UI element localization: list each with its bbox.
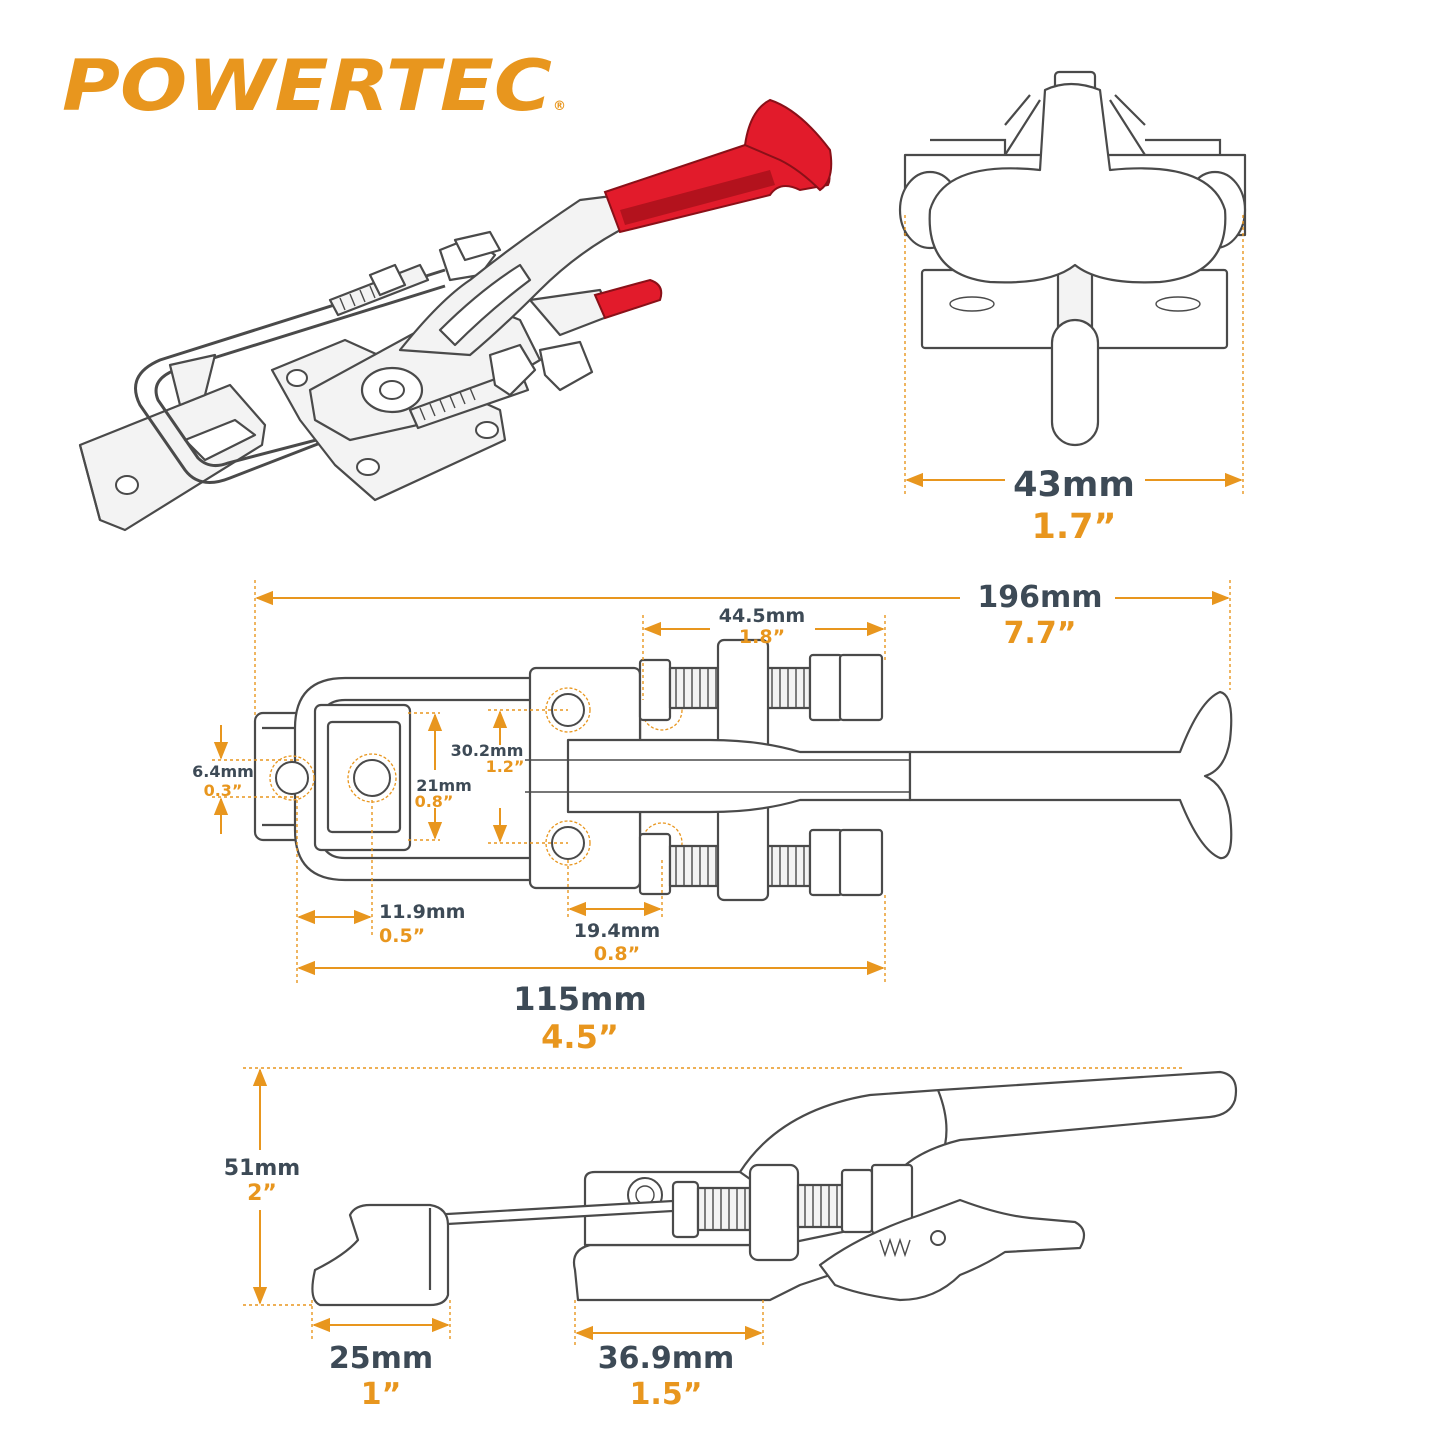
height-in: 2” <box>247 1181 277 1206</box>
base-holes-in: 0.8” <box>594 943 640 965</box>
hole-spacing-mm: 30.2mm <box>451 741 524 760</box>
hook-length-in: 1” <box>361 1377 402 1412</box>
u-loop-rod <box>134 268 471 484</box>
side-bolt-block <box>748 1163 800 1262</box>
hook-opening-in: 0.8” <box>415 792 454 811</box>
top-view: 196mm 7.7” 44.5mm 1.8” 6.4mm 0.3” 30.2mm… <box>192 580 1233 1056</box>
hook-offset-in: 0.5” <box>379 925 425 947</box>
base-length-mm: 115mm <box>513 980 646 1018</box>
side-view: 51mm 2” 25mm 1” 36.9mm 1.5” <box>224 1067 1238 1412</box>
side-hook <box>311 1203 450 1307</box>
iso-release-trigger <box>593 278 663 320</box>
end-width-in: 1.7” <box>1031 507 1116 547</box>
hook-length-mm: 25mm <box>329 1341 433 1376</box>
side-lever-arm <box>738 1070 1238 1202</box>
side-trigger <box>818 1198 1086 1302</box>
overall-length-mm: 196mm <box>977 580 1102 615</box>
lower-nut <box>538 340 594 392</box>
base-width-in: 1.5” <box>630 1377 703 1412</box>
height-mm: 51mm <box>224 1156 300 1181</box>
base-length-in: 4.5” <box>541 1018 619 1056</box>
bolt-span-mm: 44.5mm <box>719 605 805 627</box>
top-lever-arm <box>566 738 912 814</box>
logo-text: POWERTEC <box>62 45 552 127</box>
end-lever-head <box>928 82 1227 284</box>
hook-hole <box>115 475 139 495</box>
hook-offset-mm: 11.9mm <box>379 901 465 923</box>
hook-plate <box>78 383 267 532</box>
registered-mark: ® <box>553 99 566 114</box>
bolt-span-in: 1.8” <box>739 626 785 648</box>
end-width-mm: 43mm <box>1013 465 1135 505</box>
hole-spacing-in: 1.2” <box>486 757 525 776</box>
brand-logo: POWERTEC ® <box>62 45 566 127</box>
top-handle <box>908 690 1233 860</box>
hook-width-in: 0.3” <box>204 781 243 800</box>
overall-length-in: 7.7” <box>1004 616 1077 651</box>
base-holes-mm: 19.4mm <box>574 920 660 942</box>
upper-nut <box>368 263 407 297</box>
isometric-view <box>78 98 833 532</box>
end-handle <box>1050 318 1100 447</box>
end-view: 43mm 1.7” <box>898 70 1247 547</box>
hook-width-mm: 6.4mm <box>192 762 254 781</box>
hook-opening-mm: 21mm <box>416 776 472 795</box>
base-width-mm: 36.9mm <box>598 1341 735 1376</box>
